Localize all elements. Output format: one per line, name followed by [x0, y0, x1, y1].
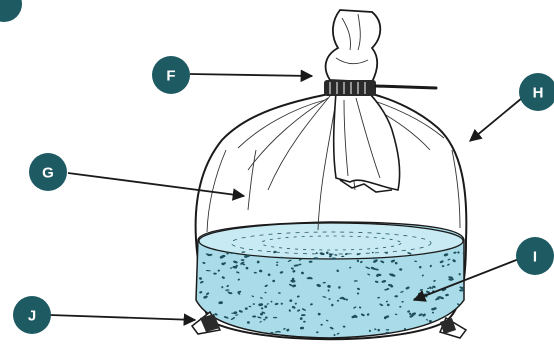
callout-label-g: G	[42, 165, 54, 182]
callout-label-j: J	[28, 308, 36, 325]
callout-badge-i: I	[516, 237, 554, 275]
rubber-band	[324, 80, 436, 96]
bag-neck	[324, 10, 436, 192]
callout-label-h: H	[533, 85, 544, 102]
water-speckle	[452, 318, 457, 321]
plastic-bag	[192, 92, 466, 339]
water-speckle	[237, 332, 240, 335]
callout-badge-h: H	[519, 73, 554, 111]
water-speckle	[460, 306, 463, 309]
water-speckle	[407, 334, 410, 336]
corner-badge	[0, 0, 22, 22]
water-speckle	[458, 312, 464, 316]
callout-badge-j: J	[13, 296, 51, 334]
callout-label-i: I	[533, 249, 537, 266]
water-speckle	[272, 280, 275, 282]
arrow-j	[50, 315, 195, 320]
arrow-h	[470, 98, 522, 141]
callout-badge-g: G	[29, 153, 67, 191]
bag-folds	[207, 94, 460, 232]
callout-badge-f: F	[152, 56, 190, 94]
water-speckle	[273, 317, 277, 318]
arrow-f	[190, 74, 312, 76]
callout-label-f: F	[166, 68, 175, 85]
arrow-g	[68, 173, 244, 196]
